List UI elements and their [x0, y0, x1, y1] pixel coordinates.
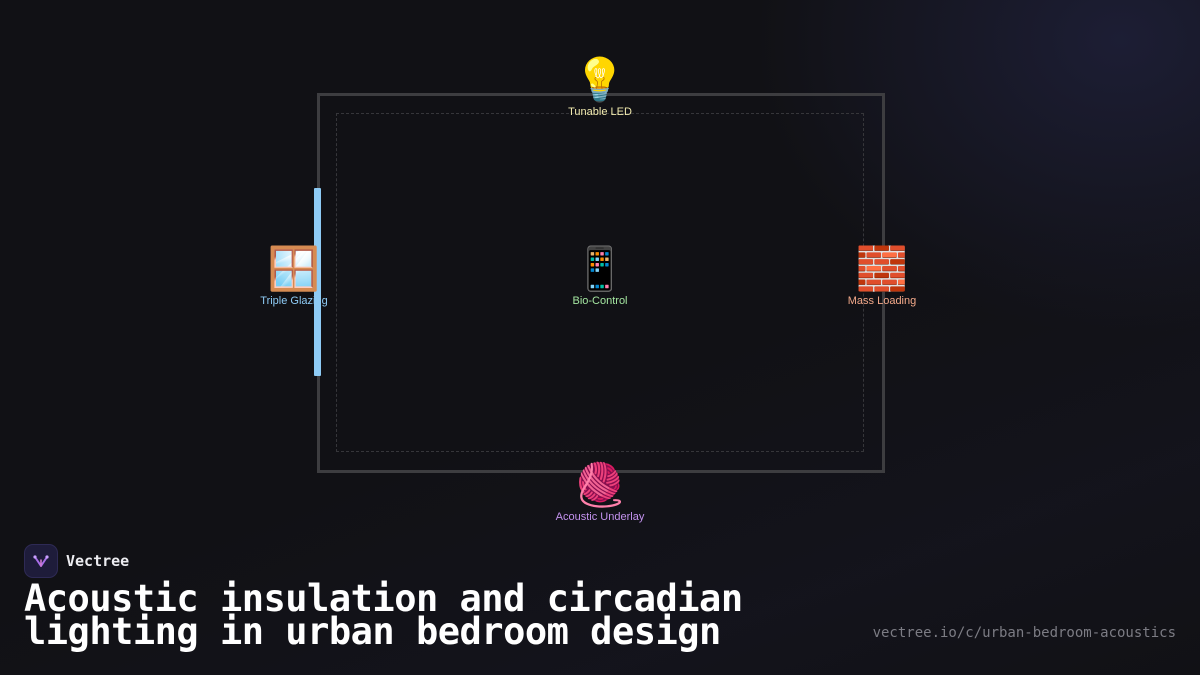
- yarn-icon: 🧶: [573, 461, 627, 508]
- node-label-triple-glazing: Triple Glazing: [260, 295, 328, 307]
- brand[interactable]: Vectree: [24, 544, 129, 578]
- node-label-tunable-led: Tunable LED: [568, 106, 632, 118]
- node-acoustic-underlay: 🧶 Acoustic Underlay: [520, 460, 680, 524]
- brand-name: Vectree: [66, 552, 130, 570]
- window-icon: 🪟: [267, 245, 321, 292]
- light-bulb-icon: 💡: [573, 56, 627, 103]
- page-title: Acoustic insulation and circadian lighti…: [24, 577, 743, 653]
- page-url[interactable]: vectree.io/c/urban-bedroom-acoustics: [872, 625, 1176, 641]
- vectree-logo-mark: [33, 555, 49, 567]
- node-mass-loading: 🧱 Mass Loading: [802, 244, 962, 308]
- window-bar: [314, 188, 321, 376]
- node-triple-glazing: 🪟 Triple Glazing: [214, 244, 374, 308]
- node-bio-control: 📱 Bio-Control: [520, 244, 680, 308]
- room-inner-dashed-outline: [336, 113, 864, 452]
- vectree-logo-icon: [24, 544, 58, 578]
- node-tunable-led: 💡 Tunable LED: [520, 55, 680, 119]
- node-label-mass-loading: Mass Loading: [847, 295, 917, 307]
- mobile-phone-icon: 📱: [573, 245, 627, 292]
- node-label-acoustic-underlay: Acoustic Underlay: [555, 511, 645, 523]
- brick-icon: 🧱: [855, 245, 909, 292]
- node-label-bio-control: Bio-Control: [572, 295, 628, 307]
